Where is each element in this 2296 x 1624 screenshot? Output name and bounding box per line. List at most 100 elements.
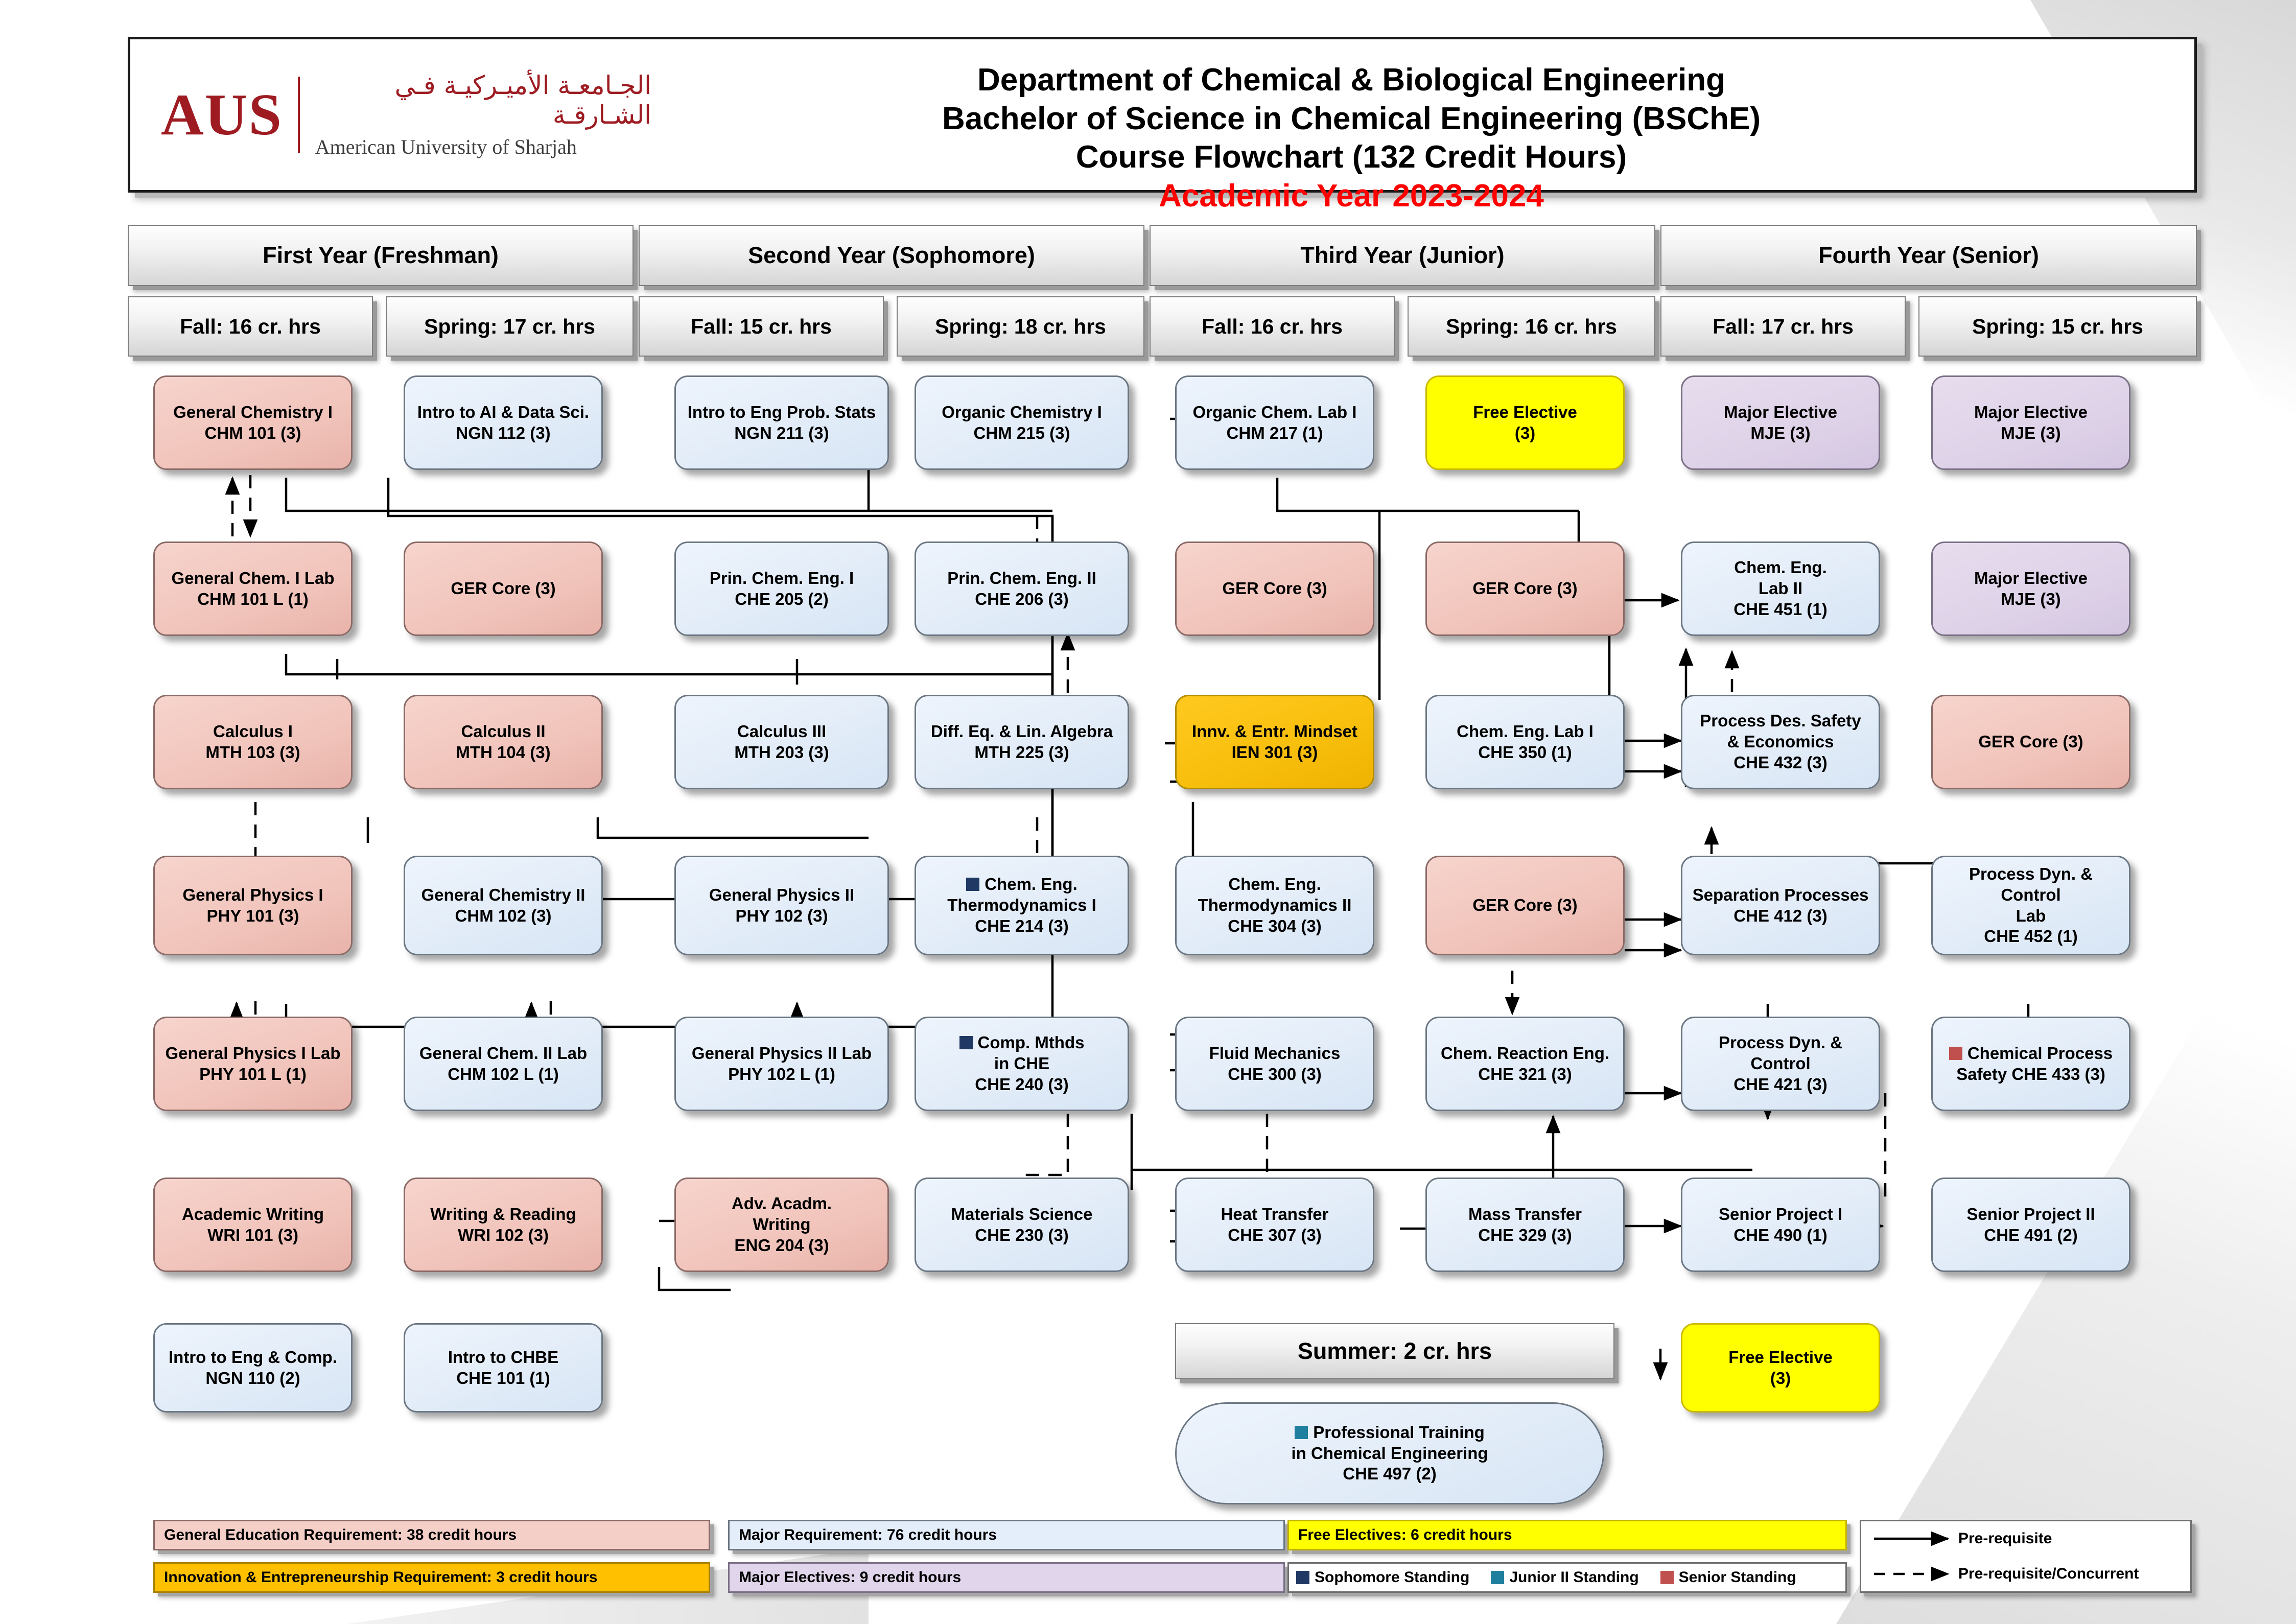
course-title: Free Elective — [1728, 1347, 1833, 1367]
course-title: Chem. Eng. — [1734, 558, 1827, 577]
course-phy102[interactable]: General Physics II PHY 102 (3) — [674, 856, 889, 955]
course-title: Chemical Process — [1949, 1043, 2113, 1064]
course-che497[interactable]: Professional Training in Chemical Engine… — [1175, 1402, 1604, 1504]
course-code: PHY 101 (3) — [206, 906, 299, 925]
course-title: Chem. Reaction Eng. — [1440, 1043, 1610, 1063]
course-free1[interactable]: Free Elective(3) — [1425, 375, 1625, 470]
course-title: Intro to AI & Data Sci. — [417, 402, 590, 421]
course-title: General Physics II Lab — [691, 1043, 872, 1063]
course-code: CHM 102 L (1) — [448, 1064, 559, 1084]
course-title: GER Core (3) — [1222, 579, 1327, 598]
course-title: General Physics II — [709, 885, 855, 904]
course-title: Writing & Reading — [430, 1204, 576, 1223]
course-gerD[interactable]: GER Core (3) — [1931, 695, 2130, 789]
year-header-4: Fourth Year (Senior) — [1660, 225, 2197, 286]
course-title: Chem. Eng. — [1228, 875, 1321, 894]
aus-logo: AUS الجـامعـة الأميـركيـة فـي الشـارقـة … — [161, 64, 651, 166]
course-code: CHE 307 (3) — [1228, 1225, 1322, 1244]
course-ngn110[interactable]: Intro to Eng & Comp.NGN 110 (2) — [153, 1323, 353, 1413]
course-code: CHE 214 (3) — [975, 916, 1069, 935]
semester-header-2: Spring: 17 cr. hrs — [386, 296, 634, 357]
course-code: NGN 211 (3) — [734, 423, 829, 442]
course-title: Senior Project II — [1966, 1204, 2095, 1223]
senior-standing-icon — [1949, 1046, 1962, 1060]
legend-junior2-label: Junior II Standing — [1509, 1569, 1639, 1586]
course-gerA[interactable]: GER Core (3) — [404, 542, 603, 636]
legend-ien: Innovation & Entrepreneurship Requiremen… — [153, 1562, 710, 1593]
course-title: GER Core (3) — [1472, 896, 1578, 915]
course-title: Major Elective — [1724, 402, 1837, 421]
course-free2[interactable]: Free Elective(3) — [1681, 1323, 1880, 1413]
course-che491[interactable]: Senior Project II CHE 491 (2) — [1931, 1178, 2130, 1272]
course-title: Calculus III — [737, 721, 827, 741]
course-title: General Physics I — [182, 885, 323, 904]
course-code: CHE 412 (3) — [1733, 906, 1828, 925]
semester-header-7: Fall: 17 cr. hrs — [1660, 296, 1906, 357]
course-title: Innv. & Entr. Mindset — [1192, 721, 1357, 741]
course-title: Prin. Chem. Eng. I — [709, 568, 854, 587]
year-header-1: First Year (Freshman) — [128, 225, 634, 286]
course-gerC[interactable]: GER Core (3) — [1425, 542, 1625, 636]
course-title: Chem. Eng. Lab I — [1457, 721, 1594, 741]
semester-header-1: Fall: 16 cr. hrs — [128, 296, 373, 357]
course-code: CHE 491 (2) — [1984, 1225, 2078, 1244]
course-phy101[interactable]: General Physics I PHY 101 (3) — [153, 856, 353, 955]
course-code: CHM 217 (1) — [1226, 423, 1323, 442]
title-line-flowchart: Course Flowchart (132 Credit Hours) — [1075, 139, 1627, 175]
course-code: CHE 240 (3) — [975, 1074, 1069, 1094]
course-ngn112[interactable]: Intro to AI & Data Sci.NGN 112 (3) — [404, 375, 603, 470]
course-gerE[interactable]: GER Core (3) — [1425, 856, 1625, 955]
course-che321[interactable]: Chem. Reaction Eng.CHE 321 (3) — [1425, 1017, 1625, 1111]
course-code: CHE 304 (3) — [1228, 916, 1322, 935]
course-code: CHE 421 (3) — [1733, 1074, 1828, 1094]
title-line-department: Department of Chemical & Biological Engi… — [977, 62, 1726, 98]
course-title: Professional Training — [1295, 1422, 1485, 1443]
course-code: MTH 225 (3) — [974, 742, 1069, 762]
course-code: CHM 101 L (1) — [197, 589, 309, 608]
course-code: PHY 102 (3) — [735, 906, 828, 925]
course-gerB[interactable]: GER Core (3) — [1175, 542, 1374, 636]
year-header-3: Third Year (Junior) — [1150, 225, 1655, 286]
course-title: Chem. Eng. — [966, 874, 1077, 895]
course-title: Calculus II — [461, 721, 546, 741]
course-title: GER Core (3) — [1978, 732, 2083, 751]
